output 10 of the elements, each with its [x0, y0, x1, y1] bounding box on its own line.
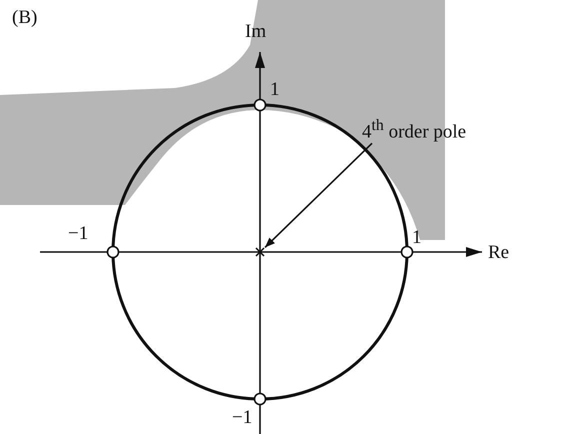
leader-arrow	[264, 142, 373, 248]
axis-label: −1	[68, 224, 88, 243]
pole-marker	[255, 247, 265, 257]
axis-label: Re	[488, 243, 510, 262]
annotation-text: 4$^{th}$ order pole	[362, 118, 466, 142]
axis-label: 1	[412, 228, 422, 247]
axis-label: Im	[245, 22, 266, 41]
panel-label: (B)	[12, 8, 38, 27]
axis-label: 1	[270, 80, 280, 99]
axis-label: −1	[232, 408, 252, 427]
